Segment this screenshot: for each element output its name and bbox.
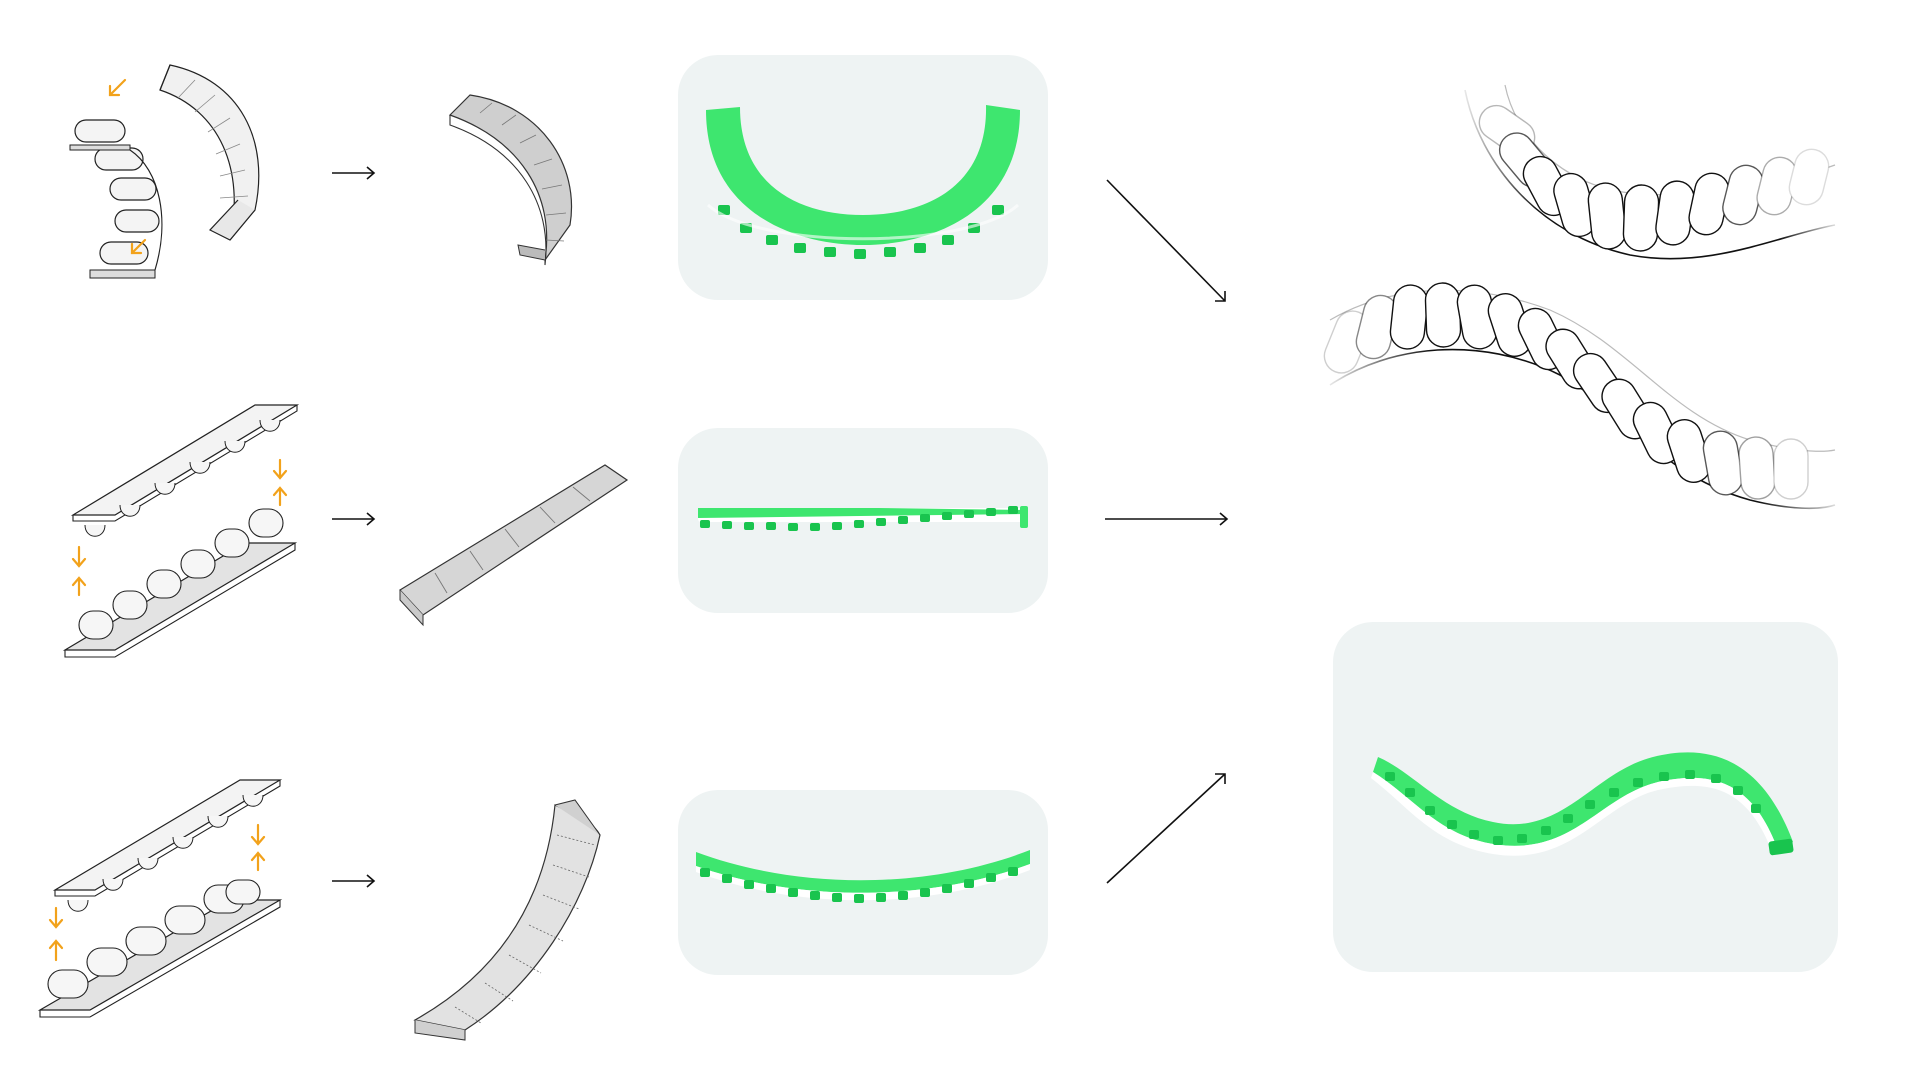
row3-arrow-icon [332,874,376,888]
row1-result-diagram [440,85,590,275]
row3-photo-panel [678,790,1048,975]
twisted-strip-icon [399,464,629,627]
straight-paired-strip-icon [37,779,283,1018]
row1-to-result-arrow-icon [1106,179,1226,302]
row2-result-diagram [395,455,635,635]
row1-assembly-diagram [69,50,280,300]
bent-strip-icon [413,799,601,1041]
row1-photo-panel [678,55,1048,300]
row2-to-result-arrow-icon [1105,512,1229,526]
row2-photo-panel [678,428,1048,613]
curved-shell-icon [448,94,572,266]
green-straight-strip-photo [698,506,1028,531]
row2-arrow-icon [332,512,376,526]
row3-to-result-arrow-icon [1106,773,1226,884]
result-chain-drawing [1323,84,1840,525]
curved-stacked-module-icon [69,64,260,279]
green-s-curve-photo [1371,752,1794,856]
row3-result-diagram [405,795,620,1045]
green-arc-photo [706,105,1020,259]
green-shallow-arc-photo [696,850,1030,903]
row3-assembly-diagram [37,770,285,1030]
result-photo-panel [1333,622,1838,972]
row2-assembly-diagram [62,395,305,665]
row1-arrow-icon [332,166,376,180]
s-curve-chain-drawing-icon [1323,84,1836,510]
straight-paired-strip-icon [62,404,300,658]
